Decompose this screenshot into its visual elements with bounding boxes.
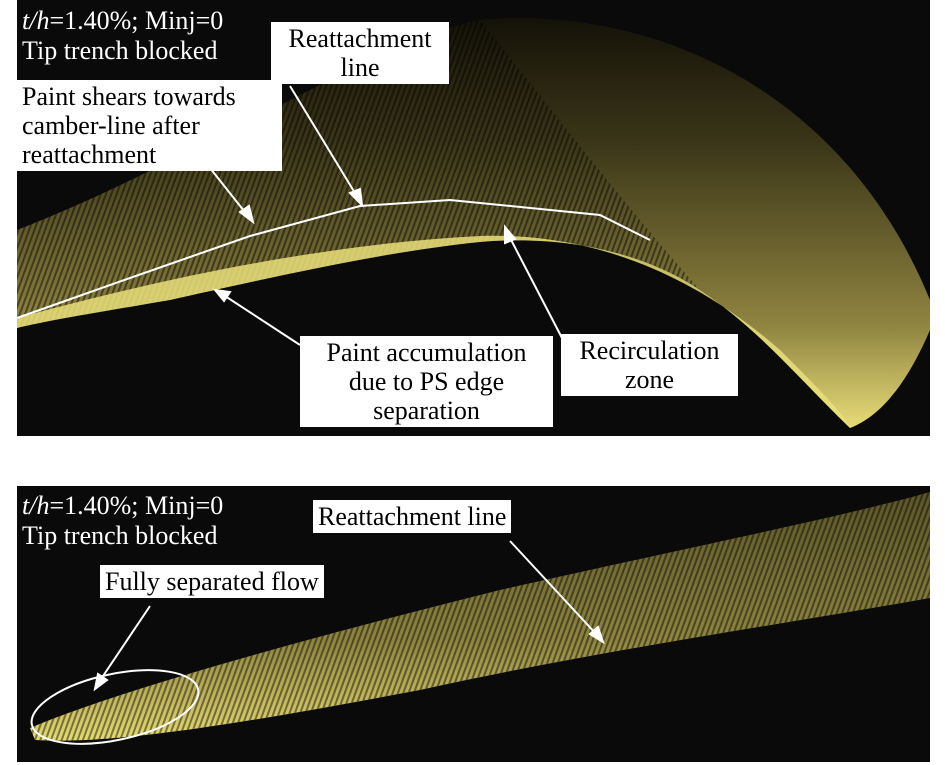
trench-state: Tip trench blocked bbox=[22, 521, 218, 550]
bottom-blade-tip bbox=[30, 492, 930, 745]
label-line: Paint accumulation bbox=[326, 338, 527, 367]
label-line: line bbox=[340, 53, 380, 82]
ratio-symbol: t/h bbox=[22, 6, 50, 35]
label-line: Reattachment bbox=[288, 24, 432, 53]
label-line: Recirculation bbox=[579, 336, 720, 365]
paint-accumulation-label: Paint accumulation due to PS edge separa… bbox=[300, 336, 553, 427]
label-line: due to PS edge bbox=[348, 367, 505, 396]
reattachment-line-label: Reattachment line bbox=[271, 22, 449, 84]
recirculation-zone-label: Recirculation zone bbox=[561, 334, 738, 396]
fully-separated-flow-label: Fully separated flow bbox=[100, 565, 324, 598]
paint-shears-label: Paint shears towards camber-line after r… bbox=[17, 80, 282, 171]
ratio-value: =1.40%; Minj=0 bbox=[49, 6, 224, 35]
label-line: camber-line after bbox=[22, 111, 200, 140]
label-line: separation bbox=[373, 396, 480, 425]
reattachment-line-trace bbox=[16, 198, 651, 319]
top-condition-text: t/h=1.40%; Minj=0 Tip trench blocked bbox=[22, 6, 223, 66]
label-line: zone bbox=[624, 365, 675, 394]
label-line: reattachment bbox=[22, 140, 157, 169]
bottom-condition-text: t/h=1.40%; Minj=0 Tip trench blocked bbox=[22, 491, 223, 551]
top-blade-tip bbox=[16, 18, 930, 429]
ratio-symbol: t/h bbox=[22, 491, 50, 520]
ratio-value: =1.40%; Minj=0 bbox=[49, 491, 224, 520]
separated-flow-ellipse bbox=[30, 669, 200, 745]
bottom-reattachment-line-label: Reattachment line bbox=[313, 500, 512, 533]
label-line: Paint shears towards bbox=[22, 82, 236, 111]
trench-state: Tip trench blocked bbox=[22, 36, 218, 65]
annotation-arrows bbox=[93, 85, 605, 692]
